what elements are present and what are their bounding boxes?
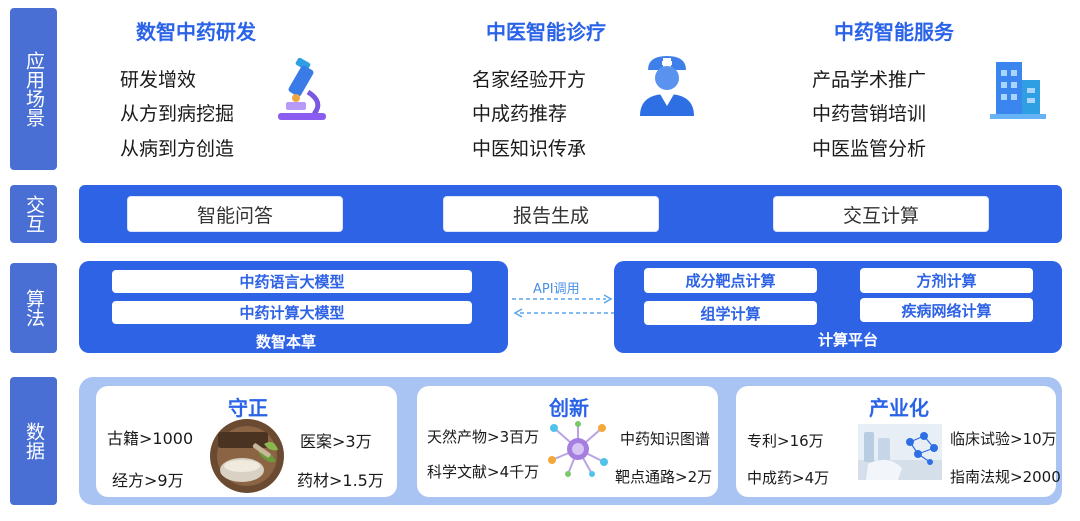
scenario-diagnosis: 中医智能诊疗 名家经验开方 中成药推荐 中医知识传承 bbox=[440, 10, 740, 170]
data-card-title: 产业化 bbox=[869, 396, 929, 420]
data-item: 中成药>4万 bbox=[747, 469, 830, 487]
omics-compute-item[interactable]: 组学计算 bbox=[644, 301, 817, 325]
scenario-item: 中医监管分析 bbox=[812, 138, 927, 160]
language-model-item[interactable]: 中药语言大模型 bbox=[112, 270, 472, 293]
side-label-interaction: 交互 bbox=[10, 185, 57, 243]
data-item: 靶点通路>2万 bbox=[615, 468, 713, 486]
side-label-data: 数据 bbox=[10, 377, 57, 505]
microscope-icon bbox=[278, 58, 326, 120]
scenario-title: 数智中药研发 bbox=[136, 20, 256, 44]
formula-compute-item[interactable]: 方剂计算 bbox=[860, 268, 1033, 293]
side-label-scenario: 应用场景 bbox=[10, 8, 57, 170]
data-card-innovation bbox=[417, 386, 718, 497]
api-arrows bbox=[512, 294, 614, 318]
scenario-item: 中药营销培训 bbox=[812, 103, 927, 125]
data-item: 指南法规>2000 bbox=[950, 468, 1061, 486]
data-item: 中药知识图谱 bbox=[620, 430, 711, 448]
scenario-title: 中医智能诊疗 bbox=[486, 20, 606, 44]
side-label-algorithm: 算法 bbox=[10, 263, 57, 353]
compute-model-item[interactable]: 中药计算大模型 bbox=[112, 301, 472, 324]
compute-button[interactable]: 交互计算 bbox=[773, 196, 989, 232]
data-item: 医案>3万 bbox=[300, 432, 372, 451]
api-call-label: API调用 bbox=[533, 282, 580, 297]
data-item: 古籍>1000 bbox=[107, 429, 194, 448]
data-item: 科学文献>4千万 bbox=[427, 463, 540, 481]
scenario-item: 中医知识传承 bbox=[472, 138, 587, 160]
compute-platform-caption: 计算平台 bbox=[818, 331, 879, 349]
bencao-caption: 数智本草 bbox=[256, 333, 317, 351]
scenario-item: 从病到方创造 bbox=[120, 138, 235, 160]
disease-network-item[interactable]: 疾病网络计算 bbox=[860, 298, 1033, 322]
scenario-title: 中药智能服务 bbox=[834, 20, 954, 44]
building-icon bbox=[990, 62, 1046, 119]
scenario-item: 产品学术推广 bbox=[812, 69, 927, 91]
data-item: 经方>9万 bbox=[112, 471, 184, 490]
qa-button[interactable]: 智能问答 bbox=[127, 196, 343, 232]
data-item: 药材>1.5万 bbox=[297, 471, 384, 490]
report-button[interactable]: 报告生成 bbox=[443, 196, 659, 232]
molecule-network-illustration bbox=[548, 421, 608, 477]
herbal-medicine-photo bbox=[210, 419, 284, 493]
data-card-title: 守正 bbox=[228, 396, 268, 420]
doctor-icon bbox=[640, 56, 694, 116]
scenario-item: 从方到病挖掘 bbox=[120, 103, 235, 125]
scenario-service: 中药智能服务 产品学术推广 中药营销培训 中医监管分析 bbox=[790, 10, 1080, 170]
scenario-rd: 数智中药研发 研发增效 从方到病挖掘 从病到方创造 bbox=[90, 10, 390, 170]
target-compute-item[interactable]: 成分靶点计算 bbox=[644, 268, 817, 293]
scenario-item: 研发增效 bbox=[120, 69, 197, 91]
lab-research-photo bbox=[858, 424, 942, 480]
data-item: 专利>16万 bbox=[747, 432, 824, 450]
data-item: 天然产物>3百万 bbox=[427, 428, 540, 446]
data-card-title: 创新 bbox=[549, 396, 589, 420]
scenario-item: 中成药推荐 bbox=[472, 103, 568, 125]
data-item: 临床试验>10万 bbox=[950, 430, 1057, 448]
scenario-item: 名家经验开方 bbox=[472, 69, 587, 91]
